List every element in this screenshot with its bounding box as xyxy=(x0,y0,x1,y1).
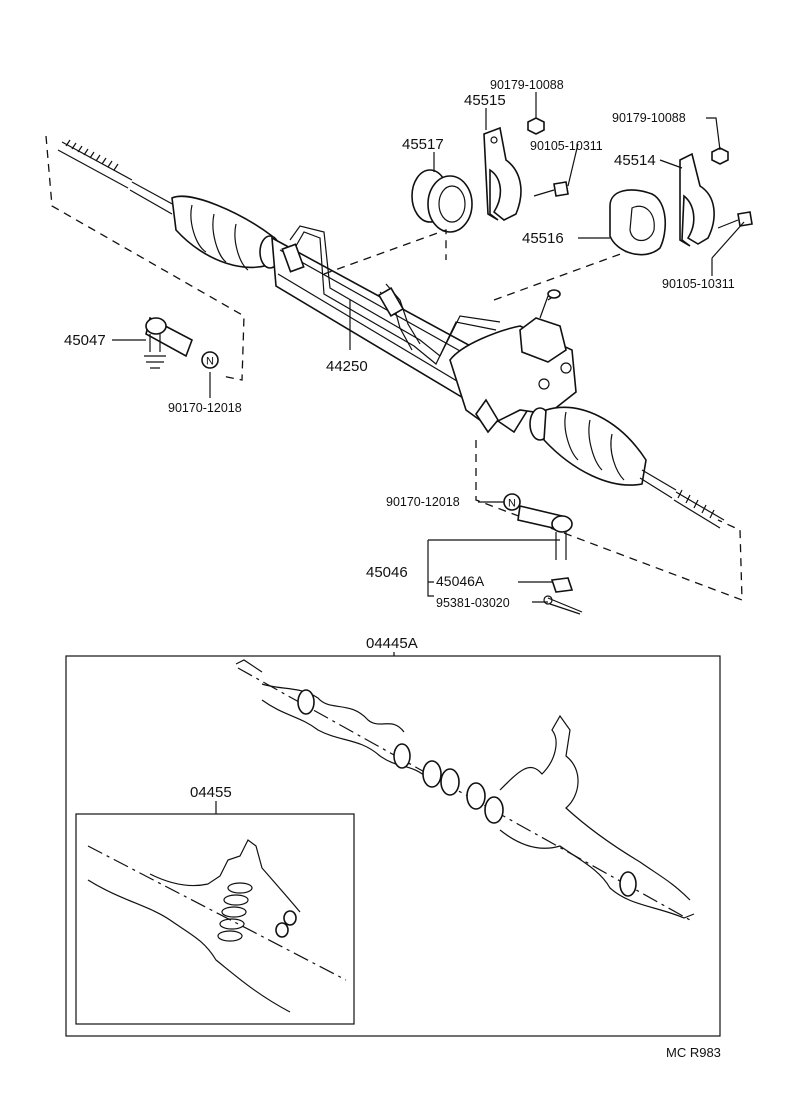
label-45047: 45047 xyxy=(64,332,106,349)
label-45517: 45517 xyxy=(402,136,444,153)
label-90170-b: 90170-12018 xyxy=(386,495,460,509)
left-tie-rod xyxy=(57,139,177,215)
bushing-45517 xyxy=(411,169,473,233)
left-dashed-boundary xyxy=(45,135,245,381)
valve-body xyxy=(449,289,577,434)
leader-lines-upper xyxy=(112,92,745,603)
label-90179-a: 90179-10088 xyxy=(490,78,564,92)
kit-box-04455 xyxy=(75,813,355,1025)
label-45514: 45514 xyxy=(614,152,656,169)
label-45046: 45046 xyxy=(366,564,408,581)
nut-90179-b xyxy=(711,147,729,165)
bolt-90105-a xyxy=(533,181,569,197)
left-boot xyxy=(171,195,281,271)
bolt-90105-b xyxy=(717,211,753,229)
label-04455: 04455 xyxy=(190,784,232,801)
nut-marker-left: N xyxy=(201,351,219,369)
label-90170-a: 90170-12018 xyxy=(168,401,242,415)
label-45516: 45516 xyxy=(522,230,564,247)
nut-marker-right: N xyxy=(503,493,521,511)
right-dashed-boundary xyxy=(475,440,743,601)
right-boot xyxy=(529,406,647,486)
cotter-pin-95381 xyxy=(543,595,583,615)
diagram-code: MC R983 xyxy=(666,1045,721,1060)
label-90105-a: 90105-10311 xyxy=(530,139,603,153)
nut-marker-right-text: N xyxy=(508,498,516,510)
bushing-45516 xyxy=(609,189,667,256)
tie-rod-end-45046 xyxy=(517,505,573,560)
label-95381: 95381-03020 xyxy=(436,596,510,610)
label-44250: 44250 xyxy=(326,358,368,375)
label-45046A: 45046A xyxy=(436,573,485,589)
nut-90179-a xyxy=(527,117,545,135)
bushing-dashed-leaders xyxy=(323,229,627,301)
bracket-45515 xyxy=(483,126,522,221)
tie-rod-end-45047 xyxy=(144,316,193,369)
label-45515: 45515 xyxy=(464,92,506,109)
nut-marker-left-text: N xyxy=(206,356,214,368)
kit-rack-outline xyxy=(235,659,695,921)
label-90179-b: 90179-10088 xyxy=(612,111,686,125)
bracket-45514 xyxy=(679,152,715,247)
label-90105-b: 90105-10311 xyxy=(662,277,735,291)
kit-box-04445A xyxy=(65,655,721,1037)
fluid-lines xyxy=(281,225,501,365)
castle-nut-45046A xyxy=(550,577,574,593)
kit-04455-detail xyxy=(87,839,347,1013)
right-tie-rod xyxy=(639,469,725,529)
label-04445A: 04445A xyxy=(366,635,418,652)
